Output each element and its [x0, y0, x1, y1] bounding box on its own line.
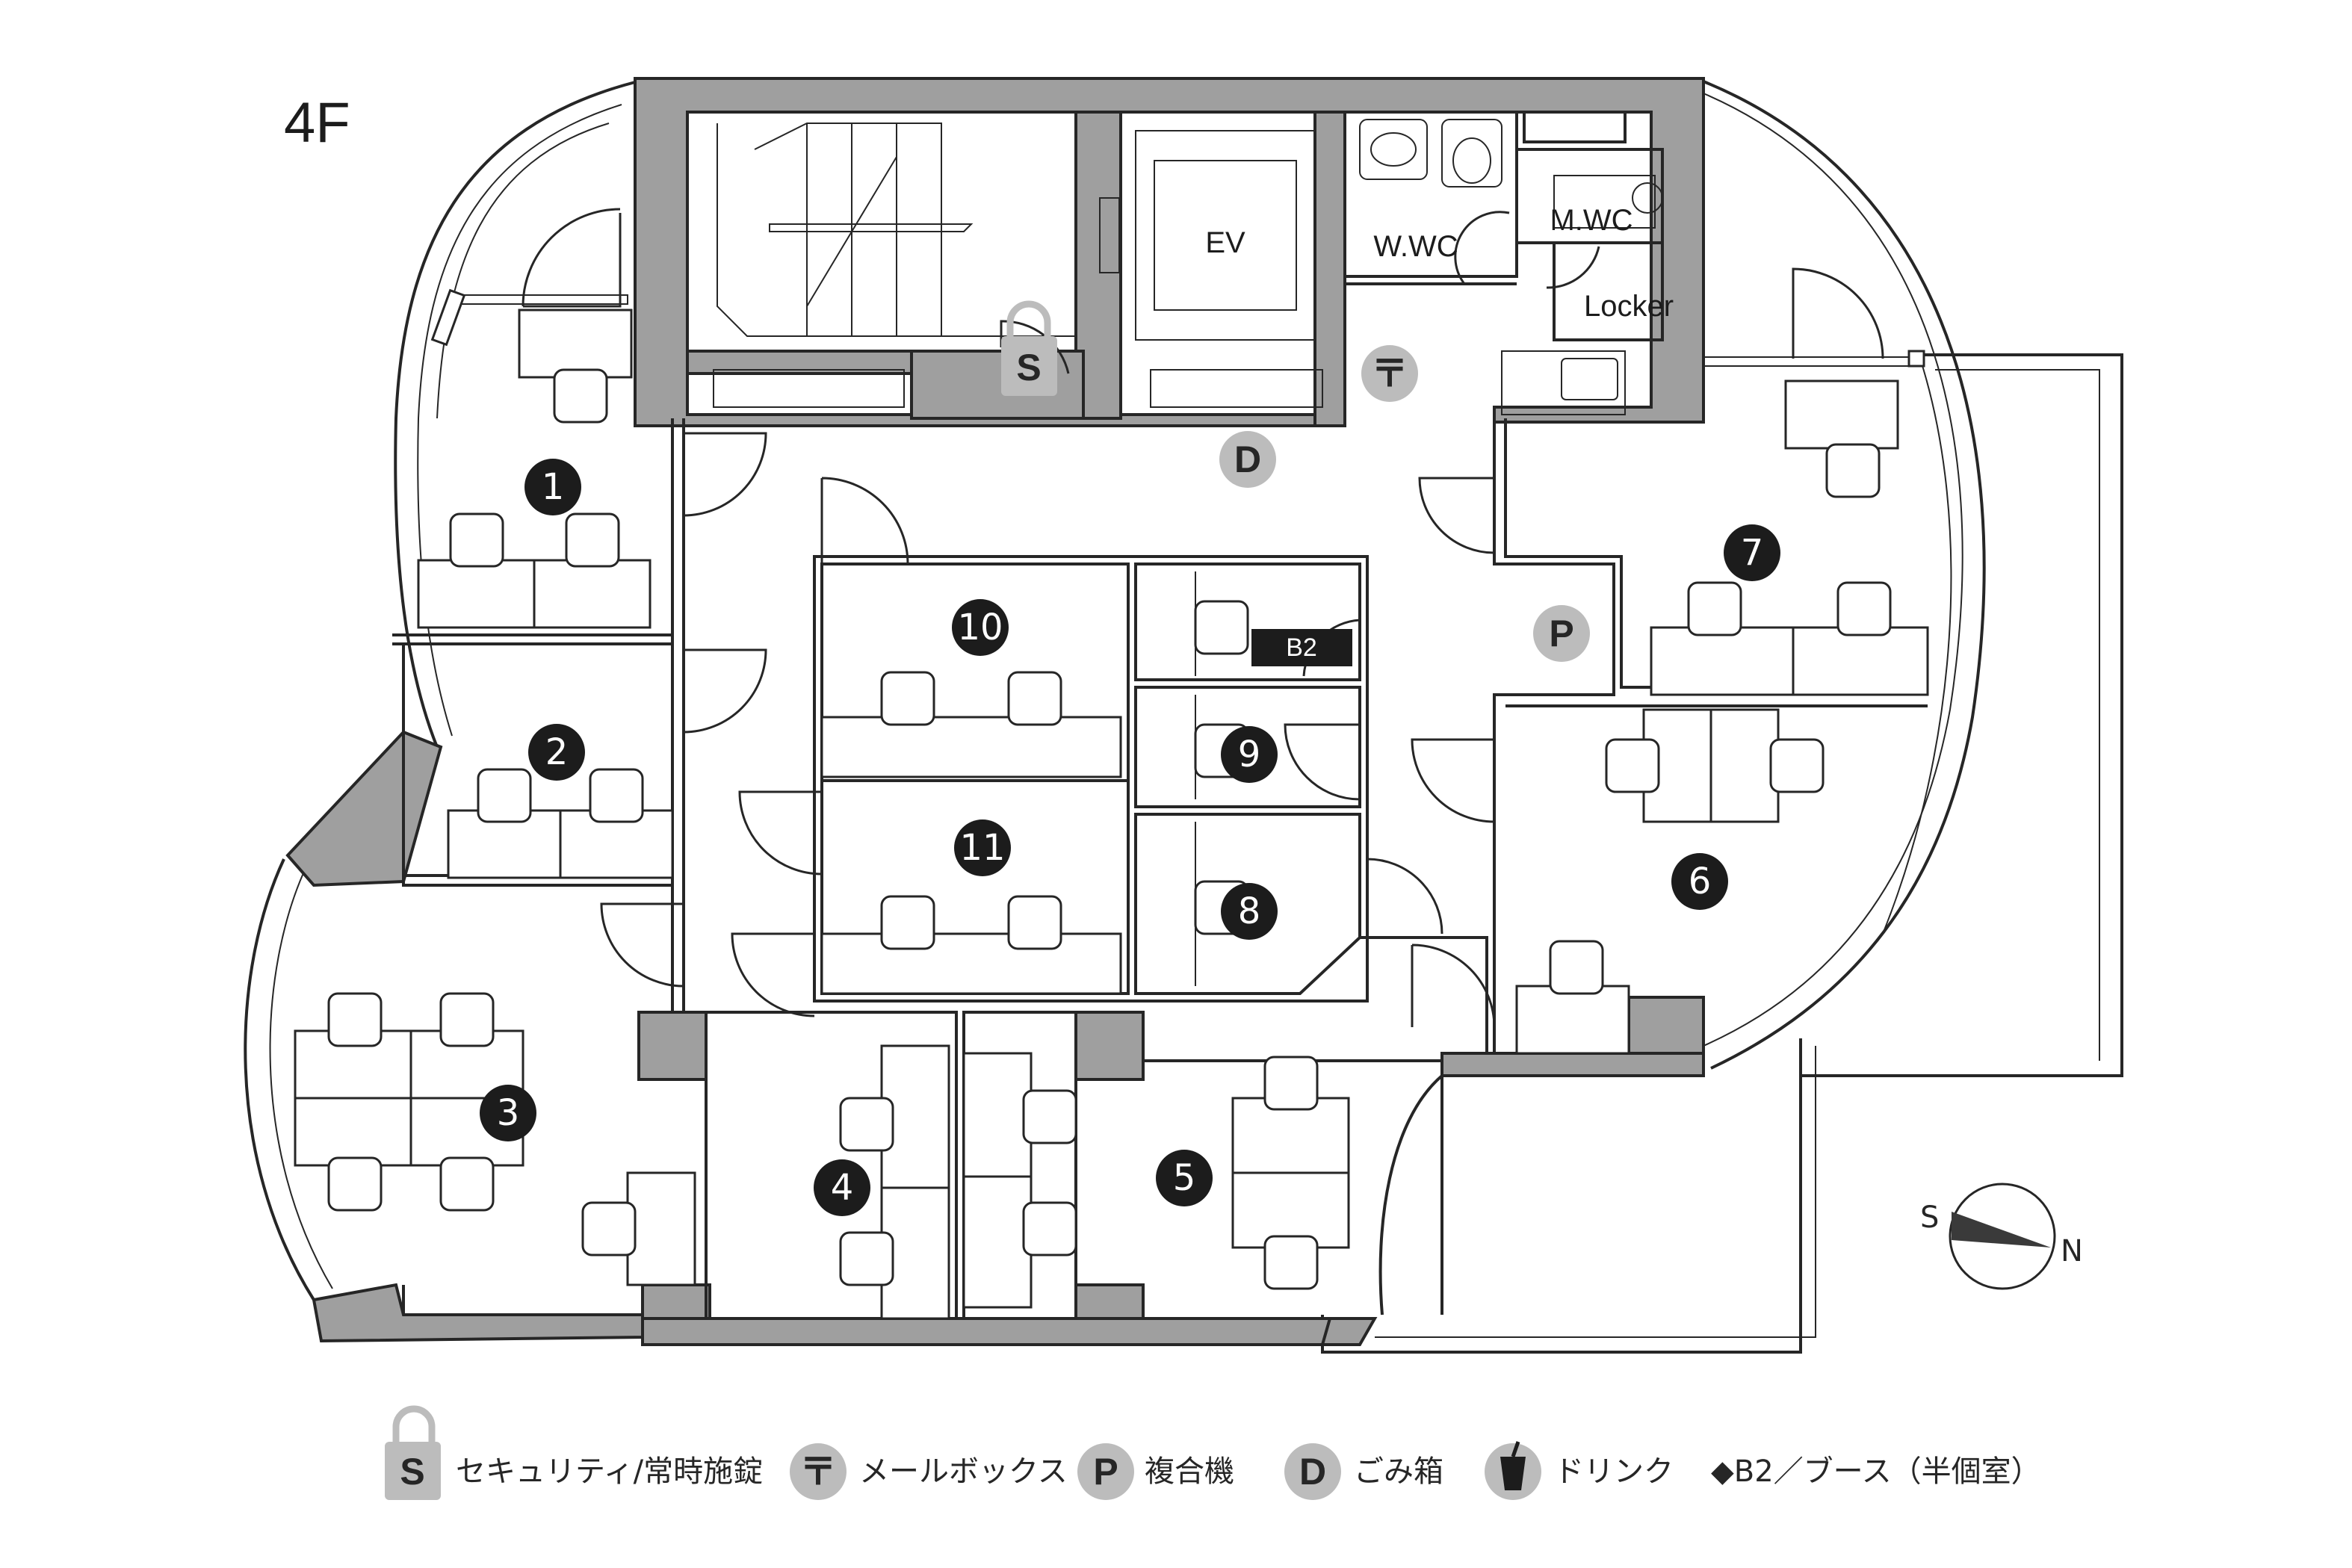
- room-10-marker[interactable]: 10: [952, 599, 1009, 656]
- room-11-number: 11: [959, 827, 1005, 869]
- legend-security: S セキュリティ/常時施錠: [385, 1405, 763, 1500]
- legend-trash: D ごみ箱: [1284, 1443, 1443, 1500]
- room-2-badge: [528, 724, 585, 781]
- legend-drink-straw-icon: [1511, 1441, 1520, 1457]
- booth-b2-label: B2: [1286, 633, 1317, 662]
- locker-label: Locker: [1584, 290, 1674, 323]
- printer-icon: P: [1533, 605, 1590, 662]
- legend-drink: ドリンク: [1485, 1441, 1674, 1500]
- room-3-number: 3: [497, 1092, 520, 1134]
- floor-label: 4F: [284, 91, 350, 155]
- printer-marker-symbol: P: [1549, 613, 1573, 654]
- room-11-badge: [954, 819, 1011, 876]
- compass: S N: [1920, 1183, 2083, 1290]
- security-lock-icon: S: [1001, 300, 1057, 396]
- room-9-badge: [1221, 726, 1278, 783]
- security-marker-symbol: S: [1016, 347, 1041, 388]
- legend-security-label: セキュリティ/常時施錠: [456, 1454, 763, 1489]
- building-outline: [244, 77, 2123, 1354]
- legend-mailbox-label: メールボックス: [859, 1454, 1068, 1489]
- legend-booth: ◆B2／ブース（半個室）: [1711, 1454, 2041, 1489]
- trash-marker-symbol: D: [1234, 439, 1261, 480]
- legend-trash-label: ごみ箱: [1354, 1454, 1443, 1489]
- room-5-badge: [1156, 1150, 1213, 1206]
- compass-north-label: N: [2061, 1234, 2083, 1268]
- room-3-badge: [480, 1085, 536, 1141]
- room-6-marker[interactable]: 6: [1671, 853, 1728, 910]
- chairs: [327, 368, 1892, 1290]
- compass-needle-icon: [1952, 1212, 2051, 1248]
- room-5-number: 5: [1173, 1157, 1196, 1199]
- room-1-badge: [524, 459, 581, 515]
- doors: [522, 208, 1884, 1028]
- legend-printer-icon: [1077, 1443, 1134, 1500]
- compass-south-label: S: [1920, 1200, 1939, 1235]
- room-9-marker[interactable]: 9: [1221, 726, 1278, 783]
- room-4-badge: [814, 1159, 870, 1216]
- room-7-badge: [1724, 524, 1780, 581]
- room-6-number: 6: [1689, 861, 1712, 902]
- womens-wc-label: W.WC: [1373, 230, 1458, 263]
- mailbox-icon: 〒: [1361, 345, 1418, 402]
- room-11-marker[interactable]: 11: [954, 819, 1011, 876]
- room-3-marker[interactable]: 3: [480, 1085, 536, 1141]
- room-1-number: 1: [542, 466, 565, 508]
- room-2-marker[interactable]: 2: [528, 724, 585, 781]
- mens-wc-label: M.WC: [1550, 204, 1633, 237]
- booth-b2-tag: [1251, 629, 1352, 666]
- room-7-marker[interactable]: 7: [1724, 524, 1780, 581]
- legend-drink-cup-icon: [1500, 1457, 1526, 1490]
- legend-booth-label: ◆B2／ブース（半個室）: [1711, 1454, 2041, 1489]
- walls: [285, 77, 1705, 1346]
- legend-printer-label: 複合機: [1145, 1454, 1234, 1489]
- legend-printer: P 複合機: [1077, 1443, 1234, 1500]
- window-frames: [430, 288, 1925, 368]
- legend-trash-icon: [1284, 1443, 1341, 1500]
- room-6-badge: [1671, 853, 1728, 910]
- legend-trash-symbol: D: [1299, 1451, 1326, 1493]
- room-4-marker[interactable]: 4: [814, 1159, 870, 1216]
- room-4-number: 4: [831, 1167, 854, 1209]
- room-7-number: 7: [1741, 532, 1764, 574]
- legend: S セキュリティ/常時施錠 〒 メールボックス P 複合機 D ごみ箱 ドリンク…: [385, 1405, 2041, 1500]
- legend-mailbox-symbol: 〒: [799, 1451, 837, 1493]
- room-8-badge: [1221, 883, 1278, 940]
- legend-mailbox: 〒 メールボックス: [790, 1443, 1068, 1500]
- legend-printer-symbol: P: [1093, 1451, 1118, 1493]
- trash-icon: D: [1219, 431, 1276, 488]
- legend-security-symbol: S: [400, 1451, 424, 1493]
- room-2-number: 2: [545, 731, 569, 773]
- room-10-number: 10: [957, 607, 1003, 648]
- booth-b2[interactable]: B2: [1251, 629, 1352, 666]
- legend-lock-icon: [385, 1442, 441, 1500]
- room-10-badge: [952, 599, 1009, 656]
- room-1-marker[interactable]: 1: [524, 459, 581, 515]
- elevator-label: EV: [1205, 226, 1245, 259]
- room-8-marker[interactable]: 8: [1221, 883, 1278, 940]
- legend-mailbox-icon: [790, 1443, 847, 1500]
- legend-lock-shackle-icon: [392, 1405, 436, 1442]
- mailbox-marker-symbol: 〒: [1371, 353, 1408, 394]
- room-8-number: 8: [1238, 890, 1261, 932]
- desks: [294, 119, 1929, 1320]
- room-5-marker[interactable]: 5: [1156, 1150, 1213, 1206]
- room-9-number: 9: [1238, 734, 1261, 775]
- legend-drink-label: ドリンク: [1554, 1454, 1674, 1489]
